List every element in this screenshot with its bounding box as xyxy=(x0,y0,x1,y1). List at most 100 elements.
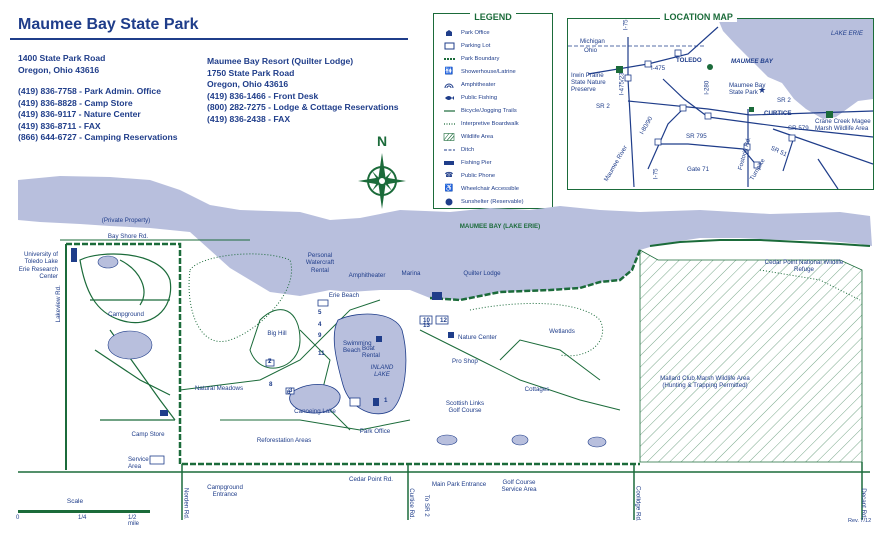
utoledo-label: University of Toledo Lake Erie Research … xyxy=(18,251,58,281)
park-boundary xyxy=(66,242,640,466)
north-label: N xyxy=(376,133,388,149)
amphitheater-label: Amphitheater xyxy=(348,272,386,279)
legend-item: Bicycle/Jogging Trails xyxy=(442,106,517,116)
curtice-rd-label: Curtice Rd. xyxy=(408,488,416,520)
legend-label: Wheelchair Accessible xyxy=(461,186,519,192)
ditch-icon xyxy=(442,146,456,154)
legend-label: Fishing Pier xyxy=(461,160,492,166)
revision-label: Rev. 7/12 xyxy=(848,518,872,524)
trails xyxy=(179,299,621,431)
pier-icon xyxy=(442,159,456,167)
legend-item: Amphitheater xyxy=(442,80,495,90)
legend-label: Ditch xyxy=(461,147,475,153)
map-marker: 1 xyxy=(384,397,388,404)
campground-label: Campground xyxy=(108,311,144,318)
location-map-graphic: ★ xyxy=(568,19,873,189)
park-address-line: Oregon, Ohio 43616 xyxy=(18,64,100,75)
wetlands-label: Wetlands xyxy=(549,328,575,335)
reforestation-label: Reforestation Areas xyxy=(256,437,312,444)
title-rule xyxy=(10,38,408,40)
svg-text:★: ★ xyxy=(758,85,766,95)
cedar-point-rd-label: Cedar Point Rd. xyxy=(348,476,394,483)
i475-label: I-475 xyxy=(651,65,666,72)
irwin-label: Irwin Prairie State Nature Preserve xyxy=(571,72,606,93)
lake-erie-water xyxy=(718,19,873,119)
legend-item: Sunshelter (Reservable) xyxy=(442,197,524,207)
park-phone-line: (419) 836-7758 - Park Admin. Office xyxy=(18,86,161,96)
cedar-point-nwr-label: Cedar Point National Wildlife Refuge xyxy=(764,259,844,274)
gate71-label: Gate 71 xyxy=(687,166,710,173)
resort-line: Maumee Bay Resort (Quilter Lodge) xyxy=(207,56,354,66)
legend-label: Park Office xyxy=(461,30,490,36)
inland-lake xyxy=(333,313,407,415)
norden-rd-label: Norden Rd. xyxy=(182,487,190,520)
compass-rose: N xyxy=(356,133,408,213)
location-map: ★ xyxy=(567,18,874,190)
park-location-label: Maumee Bay State Park xyxy=(729,82,766,96)
main-park-entrance-label: Main Park Entrance xyxy=(431,481,487,488)
legend: LEGEND Park Office Parking Lot Park Boun… xyxy=(433,12,553,209)
quilter-lodge-label: Quilter Lodge xyxy=(463,270,501,277)
map-marker: 7 xyxy=(268,358,272,365)
legend-item: Public Fishing xyxy=(442,93,497,103)
pwc-rental-label: Personal Watercraft Rental xyxy=(305,252,335,274)
marina-label: Marina xyxy=(401,270,421,277)
nature-center-label: Nature Center xyxy=(458,334,497,341)
private-property-label: (Private Property) xyxy=(101,217,151,224)
park-address-line: 1400 State Park Road xyxy=(18,53,106,63)
swimming-beach-label: Swimming Beach xyxy=(343,340,372,355)
park-contact-block: 1400 State Park Road Oregon, Ohio 43616 … xyxy=(18,53,178,144)
map-marker: 10 xyxy=(423,317,430,324)
map-marker: 4 xyxy=(318,321,322,328)
legend-label: Interpretive Boardwalk xyxy=(461,121,519,127)
sr795-label: SR 795 xyxy=(686,133,707,140)
scale-title: Scale xyxy=(66,498,84,505)
michigan-label: Michigan xyxy=(580,38,605,45)
resort-line: (419) 836-2438 - FAX xyxy=(207,113,291,124)
legend-label: Bicycle/Jogging Trails xyxy=(461,108,517,114)
natural-meadows-label: Natural Meadows xyxy=(194,385,244,392)
parking-icon xyxy=(442,42,456,50)
map-marker: 3 xyxy=(289,387,293,394)
legend-label: Wildlife Area xyxy=(461,134,494,140)
legend-item: Park Boundary xyxy=(442,54,499,64)
resort-line: (419) 836-1466 - Front Desk xyxy=(207,90,319,101)
maumee-bay-label: MAUMEE BAY xyxy=(731,58,773,65)
park-phone-line: (419) 836-8711 - FAX xyxy=(18,120,101,131)
legend-item: ♿Wheelchair Accessible xyxy=(442,184,519,194)
legend-label: Public Fishing xyxy=(461,95,498,101)
bay-shore-rd-label: Bay Shore Rd. xyxy=(107,233,149,240)
resort-line: (800) 282-7275 - Lodge & Cottage Reserva… xyxy=(207,102,399,112)
crane-creek-label: Crane Creek Magee Marsh Wildlife Area xyxy=(815,118,871,132)
interchanges xyxy=(624,49,796,169)
trail-icon xyxy=(442,107,456,115)
to-sr2-label: To SR 2 xyxy=(422,494,430,517)
park-title: Maumee Bay State Park xyxy=(18,16,199,33)
campground-entrance-label: Campground Entrance xyxy=(207,484,243,499)
bay-shore-edge xyxy=(649,239,871,247)
mallard-club-label: Mallard Club Marsh Wildlife Area (Huntin… xyxy=(660,375,750,390)
park-phone-line: (866) 644-6727 - Camping Reservations xyxy=(18,132,178,142)
sunshelter-icon xyxy=(442,198,456,206)
scottish-links-label: Scottish Links Golf Course xyxy=(445,400,485,415)
lakeview-rd-label: Lakeview Rd. xyxy=(54,285,62,323)
inland-lake-label: INLAND LAKE xyxy=(370,364,394,379)
phone-icon: ☎ xyxy=(444,172,454,179)
map-marker: 11 xyxy=(318,350,325,357)
golf-service-label: Golf Course Service Area xyxy=(501,479,537,494)
big-hill-label: Big Hill xyxy=(267,330,287,337)
legend-label: Park Boundary xyxy=(461,56,500,62)
office-icon xyxy=(442,29,456,37)
map-marker: 6 xyxy=(287,389,291,396)
legend-label: Parking Lot xyxy=(461,43,491,49)
boardwalks xyxy=(188,253,861,357)
legend-label: Showerhouse/Latrine xyxy=(461,69,516,75)
scale-bar-fill xyxy=(18,510,150,513)
shoreline-boundary xyxy=(429,249,642,302)
resort-line: 1750 State Park Road xyxy=(207,67,295,78)
legend-label: Amphitheater xyxy=(461,82,496,88)
resort-line: Oregon, Ohio 43616 xyxy=(207,79,289,89)
park-phone-line: (419) 836-9117 - Nature Center xyxy=(18,109,141,119)
